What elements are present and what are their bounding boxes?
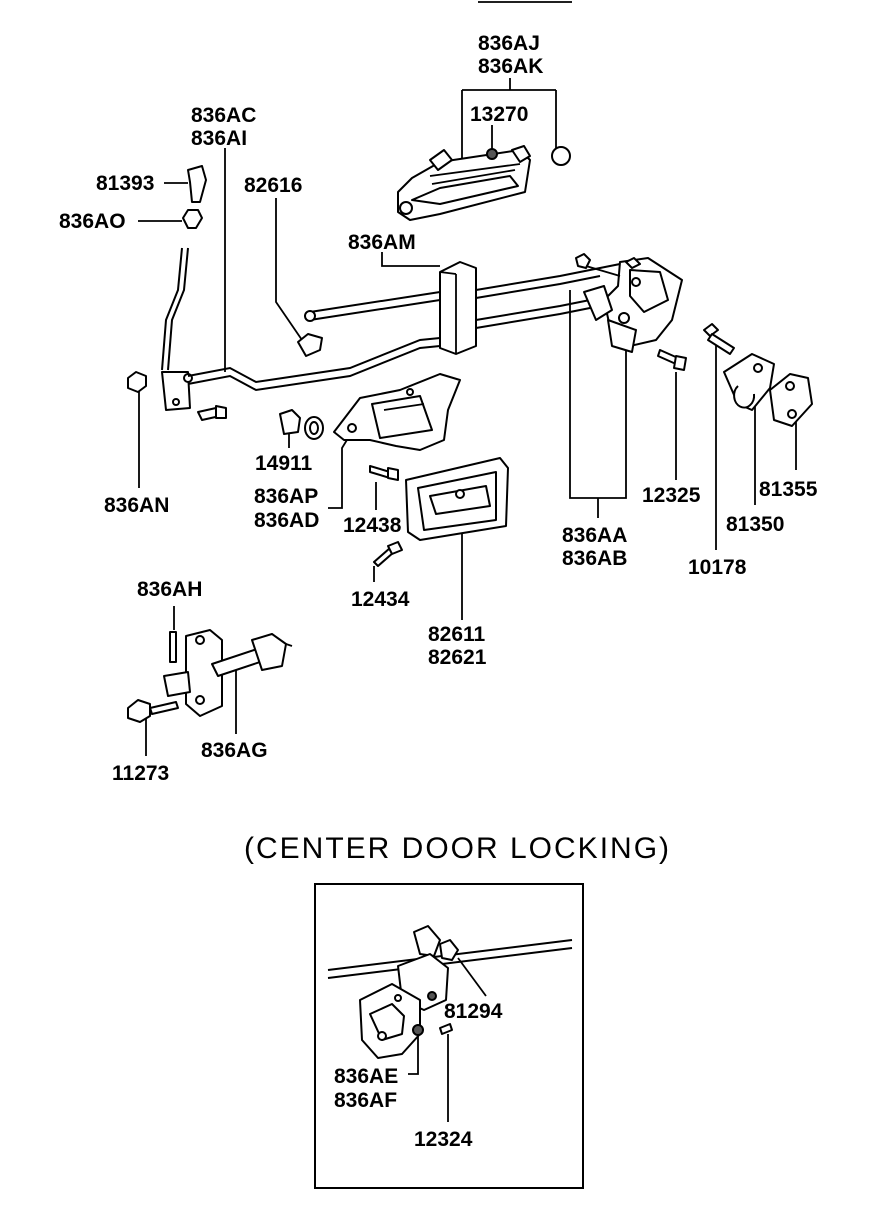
- door-latch-drawing: [575, 253, 683, 353]
- label-836an: 836AN: [104, 494, 169, 517]
- center-locking-actuator-drawing: [327, 925, 573, 1059]
- clip-bushing-drawing: [279, 409, 324, 440]
- label-836ae: 836AE: [334, 1065, 398, 1088]
- label-82621: 82621: [428, 646, 487, 669]
- label-836ab: 836AB: [562, 547, 627, 570]
- label-836am: 836AM: [348, 231, 416, 254]
- striker-plate-drawing: [769, 373, 813, 427]
- label-81294: 81294: [444, 1000, 503, 1023]
- center-locking-labels: 81294 836AE 836AF 12324: [334, 1000, 503, 1151]
- label-836ag: 836AG: [201, 739, 268, 762]
- label-11273: 11273: [112, 762, 169, 785]
- screw-12438-drawing: [369, 465, 399, 481]
- label-836ac: 836AC: [191, 104, 256, 127]
- label-82616: 82616: [244, 174, 302, 197]
- section-title: (CENTER DOOR LOCKING): [244, 832, 671, 865]
- label-10178: 10178: [688, 556, 747, 579]
- label-836ad: 836AD: [254, 509, 319, 532]
- label-836ai: 836AI: [191, 127, 247, 150]
- lock-knob-drawing: [161, 165, 207, 371]
- label-81350: 81350: [726, 513, 784, 536]
- door-checker-drawing: [127, 629, 293, 723]
- label-14911: 14911: [255, 452, 313, 475]
- label-13270: 13270: [470, 103, 528, 126]
- striker-drawing: [723, 353, 775, 411]
- screw-12434-drawing: [373, 541, 403, 567]
- label-81355: 81355: [759, 478, 818, 501]
- screw-10178-drawing: [703, 323, 735, 355]
- label-82611: 82611: [428, 623, 486, 646]
- label-12438: 12438: [343, 514, 402, 537]
- label-836aa: 836AA: [562, 524, 627, 547]
- label-836ah: 836AH: [137, 578, 202, 601]
- screw-12325-drawing: [657, 349, 687, 371]
- label-836ak: 836AK: [478, 55, 543, 78]
- label-81393: 81393: [96, 172, 154, 195]
- label-836aj: 836AJ: [478, 32, 540, 55]
- label-12434: 12434: [351, 588, 410, 611]
- label-12324: 12324: [414, 1128, 473, 1151]
- inside-handle-drawing: [405, 457, 509, 541]
- part-labels: 836AJ 836AK 13270 836AC 836AI 81393 8261…: [59, 32, 818, 785]
- rod-clip-drawing: [297, 291, 441, 357]
- label-12325: 12325: [642, 484, 701, 507]
- outside-handle-drawing: [397, 145, 571, 221]
- center-locking-frame: [314, 883, 584, 1189]
- label-836af: 836AF: [334, 1089, 397, 1112]
- inside-handle-bracket-drawing: [333, 373, 461, 451]
- leader-lines: [138, 78, 797, 1122]
- rod-guide-block-drawing: [439, 261, 631, 355]
- lock-rod-left-drawing: [127, 337, 441, 421]
- label-836ao: 836AO: [59, 210, 126, 233]
- label-836ap: 836AP: [254, 485, 318, 508]
